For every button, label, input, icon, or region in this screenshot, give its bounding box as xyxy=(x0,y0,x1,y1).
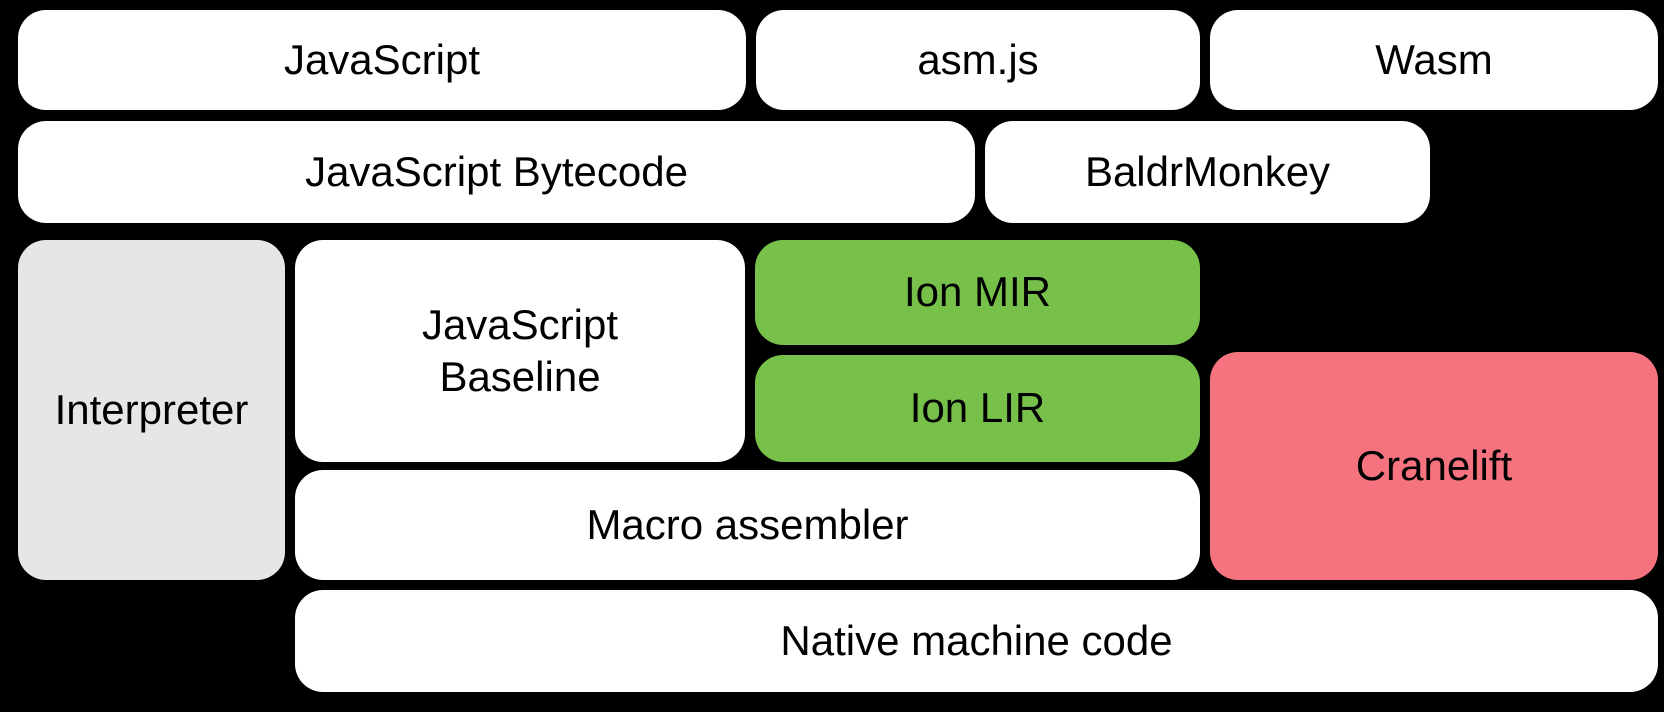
node-javascript-baseline: JavaScript Baseline xyxy=(295,240,745,462)
node-native-machine-code: Native machine code xyxy=(295,590,1658,692)
node-baldrmonkey: BaldrMonkey xyxy=(985,121,1430,223)
node-javascript-bytecode-label: JavaScript Bytecode xyxy=(305,147,688,195)
node-ion-lir-label: Ion LIR xyxy=(909,384,1046,432)
node-interpreter-label: Interpreter xyxy=(54,385,249,433)
node-javascript-baseline-label: JavaScript Baseline xyxy=(421,300,619,401)
node-javascript-label: JavaScript xyxy=(283,35,481,83)
node-ion-mir-label: Ion MIR xyxy=(903,268,1052,316)
node-asmjs-label: asm.js xyxy=(917,35,1039,83)
node-cranelift-label: Cranelift xyxy=(1355,441,1513,489)
node-asmjs: asm.js xyxy=(756,10,1200,110)
node-ion-lir: Ion LIR xyxy=(755,355,1200,462)
node-macro-assembler: Macro assembler xyxy=(295,470,1200,580)
node-javascript-bytecode: JavaScript Bytecode xyxy=(18,121,975,223)
node-macro-assembler-label: Macro assembler xyxy=(586,500,909,548)
node-cranelift: Cranelift xyxy=(1210,352,1658,580)
node-wasm-label: Wasm xyxy=(1375,35,1493,83)
node-baldrmonkey-label: BaldrMonkey xyxy=(1084,147,1331,195)
node-interpreter: Interpreter xyxy=(18,240,285,580)
node-ion-mir: Ion MIR xyxy=(755,240,1200,345)
node-wasm: Wasm xyxy=(1210,10,1658,110)
node-native-machine-code-label: Native machine code xyxy=(780,616,1173,664)
node-javascript: JavaScript xyxy=(18,10,746,110)
